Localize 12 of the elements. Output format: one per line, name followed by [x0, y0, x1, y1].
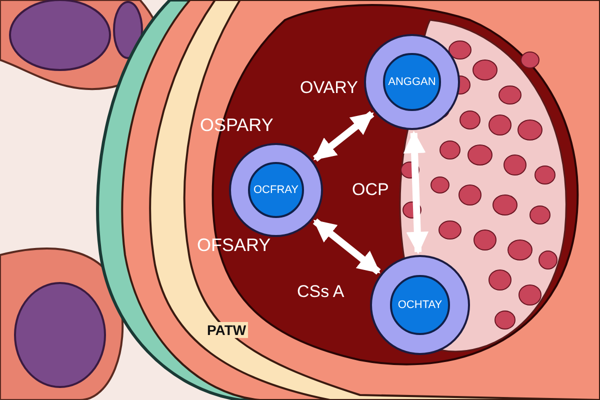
node-label: ANGGAN [388, 76, 436, 88]
text-label: OVARY [300, 78, 358, 98]
double-arrow [312, 110, 374, 162]
text-label: OFSARY [197, 235, 271, 256]
node-label: OCHTAY [398, 298, 442, 311]
double-arrow [312, 218, 381, 275]
text-label: OSPARY [200, 115, 274, 136]
text-label: OCP [352, 180, 389, 200]
text-label: PATW [205, 322, 248, 338]
node-label: OCFRAY [253, 184, 298, 196]
text-label: CSs A [297, 282, 344, 302]
double-arrow [403, 130, 429, 254]
